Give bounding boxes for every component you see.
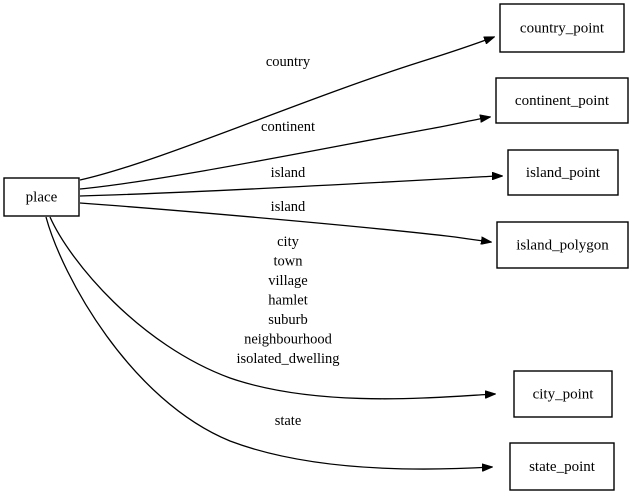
node-continent_point[interactable]: continent_point <box>495 77 629 124</box>
edge-label-line: island <box>271 165 306 181</box>
node-label-place: place <box>26 189 58 205</box>
edge-label-edge-island-point: island <box>271 165 306 181</box>
edge-label-edge-island-polygon: island <box>271 199 306 215</box>
edge-label-edge-state: state <box>275 413 302 429</box>
node-state_point[interactable]: state_point <box>509 442 615 491</box>
node-box-island_point[interactable] <box>507 149 619 196</box>
node-label-island_point: island_point <box>526 165 601 181</box>
node-box-place[interactable] <box>3 177 80 217</box>
edge-label-line: isolated_dwelling <box>236 351 339 367</box>
node-label-continent_point: continent_point <box>515 93 610 109</box>
edge-labels-layer: country continent island island city town vill… <box>236 54 339 429</box>
node-box-continent_point[interactable] <box>495 77 629 124</box>
edge-label-line: village <box>268 273 307 289</box>
edge-label-line: town <box>274 254 304 270</box>
edge-place-to-island_point <box>79 176 502 197</box>
edge-label-line: hamlet <box>268 293 307 309</box>
node-label-island_polygon: island_polygon <box>516 237 609 253</box>
node-label-state_point: state_point <box>529 459 596 475</box>
edge-label-line: neighbourhood <box>244 332 333 348</box>
edge-label-line: country <box>266 54 311 70</box>
node-place[interactable]: place <box>3 177 80 217</box>
nodes-layer: place country_point continent_point island_… <box>3 3 629 491</box>
node-country_point[interactable]: country_point <box>499 3 625 53</box>
edge-label-line: city <box>277 234 299 250</box>
edge-label-line: island <box>271 199 306 215</box>
edges-layer <box>45 37 502 469</box>
edge-label-edge-continent: continent <box>261 119 315 135</box>
node-box-state_point[interactable] <box>509 442 615 491</box>
node-label-country_point: country_point <box>520 20 605 36</box>
edge-place-to-country_point <box>79 37 494 181</box>
node-island_polygon[interactable]: island_polygon <box>496 221 629 269</box>
edge-label-line: continent <box>261 119 315 135</box>
edge-place-to-island_polygon <box>79 202 491 242</box>
edge-label-edge-country: country <box>266 54 311 70</box>
node-box-island_polygon[interactable] <box>496 221 629 269</box>
edge-label-line: state <box>275 413 302 429</box>
edge-place-to-continent_point <box>79 117 490 190</box>
node-box-city_point[interactable] <box>513 370 613 418</box>
edge-place-to-state_point <box>45 216 492 469</box>
edge-label-line: suburb <box>268 312 307 328</box>
edge-place-to-city_point <box>49 216 495 400</box>
node-island_point[interactable]: island_point <box>507 149 619 196</box>
edge-label-edge-city: city town village hamlet suburb neighbourhood… <box>236 234 339 367</box>
node-box-country_point[interactable] <box>499 3 625 53</box>
node-label-city_point: city_point <box>533 386 595 402</box>
node-city_point[interactable]: city_point <box>513 370 613 418</box>
